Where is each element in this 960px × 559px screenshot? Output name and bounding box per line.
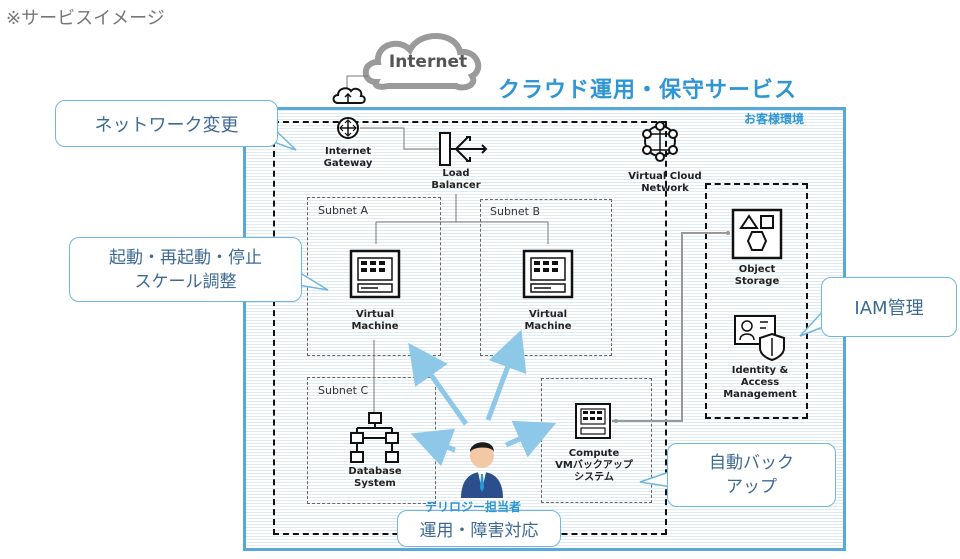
network-change-callout: ネットワーク変更 [55, 100, 278, 147]
oci-services-boundary [705, 183, 808, 419]
subnet-a-label: Subnet A [318, 204, 369, 217]
compute-backup-icon [575, 403, 611, 439]
object-storage-label: Object Storage [734, 264, 780, 287]
internet-cloud-icon [362, 33, 482, 91]
database-system-icon [350, 412, 399, 463]
load-balancer-label: Load Balancer [431, 168, 481, 191]
staff-person-icon [461, 442, 503, 498]
virtual-machine-b-label: Virtual Machine [524, 309, 572, 332]
internet-gateway-label: Internet Gateway [323, 146, 373, 169]
virtual-machine-b-icon [522, 249, 574, 299]
auto-backup-callout: 自動バック アップ [667, 443, 836, 507]
subnet-b-box [480, 199, 612, 356]
object-storage-icon [731, 208, 783, 260]
operation-arrows [408, 329, 557, 467]
virtual-machine-a-icon [349, 249, 401, 299]
database-system-label: Database System [348, 466, 402, 489]
subnet-c-label: Subnet C [318, 384, 369, 397]
subnet-b-label: Subnet B [490, 205, 541, 218]
staff-label: テリロジー担当者 [425, 500, 522, 514]
load-balancer-icon [439, 132, 488, 166]
operations-callout: 運用・障害対応 [397, 510, 561, 547]
compute-backup-label: Compute VMバックアップ システム [555, 448, 633, 483]
internet-label: Internet [388, 52, 468, 72]
virtual-machine-a-label: Virtual Machine [351, 309, 399, 332]
service-image-note: ※サービスイメージ [6, 8, 165, 29]
vcn-label: Virtual Cloud Network [628, 171, 702, 194]
virtual-cloud-network-icon [642, 121, 678, 162]
internet-gateway-icon [337, 117, 359, 139]
iam-management-callout: IAM管理 [821, 277, 957, 337]
environment-label: お客様環境 [744, 112, 805, 126]
identity-access-icon [734, 315, 785, 362]
iam-label: Identity & Access Management [723, 365, 797, 400]
cloud-upload-icon [332, 87, 366, 104]
service-title: クラウド運用・保守サービス [498, 78, 798, 103]
start-stop-scale-callout: 起動・再起動・停止 スケール調整 [69, 237, 302, 302]
